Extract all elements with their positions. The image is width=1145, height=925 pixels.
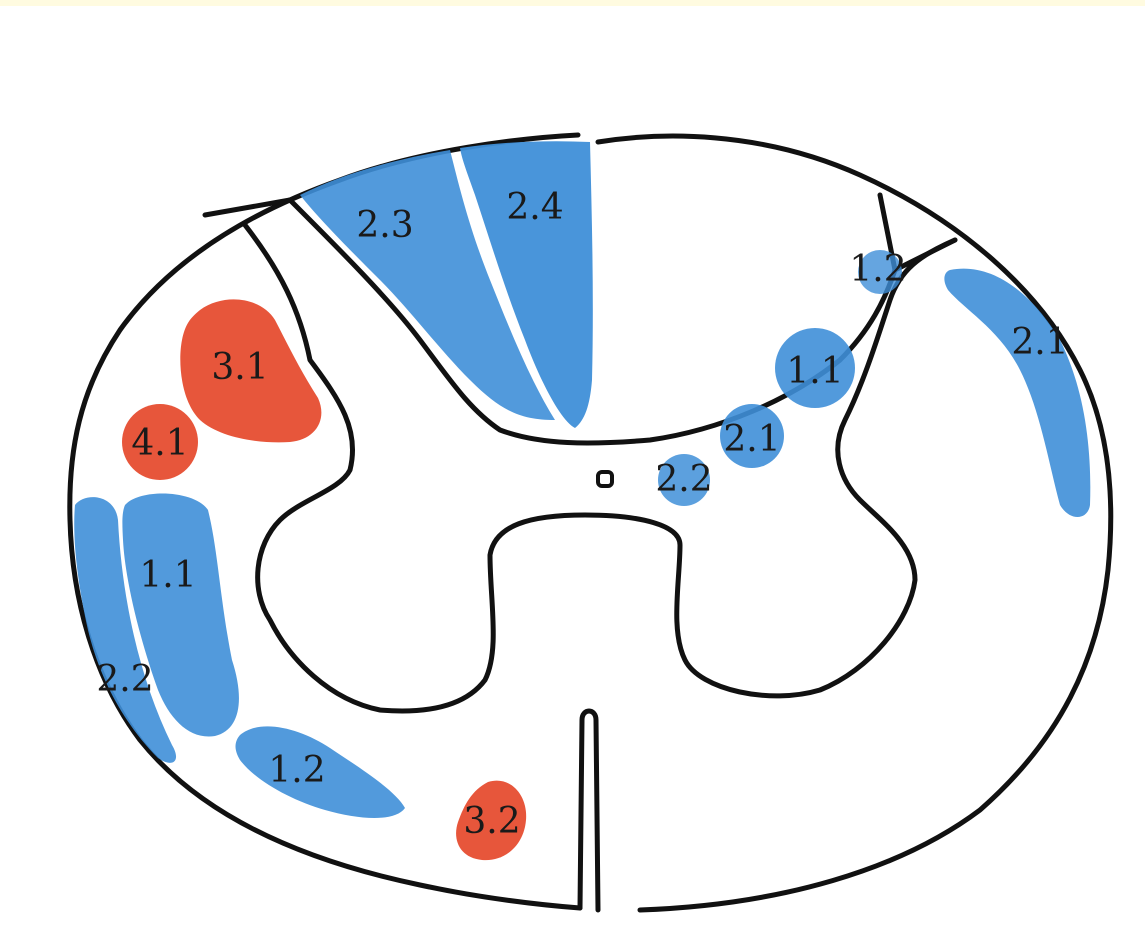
label-2-3: 2.3 xyxy=(356,205,413,246)
ventral-median-fissure xyxy=(577,708,601,913)
region-left-2-2 xyxy=(74,497,177,763)
label-4-1: 4.1 xyxy=(131,423,188,464)
region-2-4 xyxy=(460,141,593,428)
region-right-2-1 xyxy=(944,268,1091,518)
septum-line-left xyxy=(202,197,293,218)
label-right-2-1: 2.1 xyxy=(1011,322,1068,363)
gray-matter-outline xyxy=(242,222,958,714)
label-right-gray-2-1: 2.1 xyxy=(723,419,780,460)
top-band xyxy=(0,0,1145,6)
label-3-2: 3.2 xyxy=(463,801,520,842)
label-right-gray-2-2: 2.2 xyxy=(655,459,712,500)
region-left-1-2 xyxy=(235,726,405,818)
region-right-1-1 xyxy=(775,328,855,408)
label-right-1-2: 1.2 xyxy=(849,249,906,290)
label-3-1: 3.1 xyxy=(211,347,268,388)
region-3-2 xyxy=(456,780,527,861)
region-right-1-2 xyxy=(858,250,902,294)
central-canal xyxy=(596,470,614,488)
region-2-3 xyxy=(300,150,555,420)
region-3-1 xyxy=(180,299,322,443)
region-4-1 xyxy=(122,404,198,480)
label-right-1-1: 1.1 xyxy=(786,351,843,392)
region-left-1-1 xyxy=(122,493,239,737)
label-left-1-2: 1.2 xyxy=(268,750,325,791)
region-right-gray-2-2 xyxy=(658,454,710,506)
label-left-2-2: 2.2 xyxy=(96,659,153,700)
label-2-4: 2.4 xyxy=(506,187,563,228)
outer-outline-right xyxy=(595,133,1114,913)
label-left-1-1: 1.1 xyxy=(139,555,196,596)
septum-line-right xyxy=(892,237,958,273)
region-right-gray-2-1 xyxy=(720,404,784,468)
